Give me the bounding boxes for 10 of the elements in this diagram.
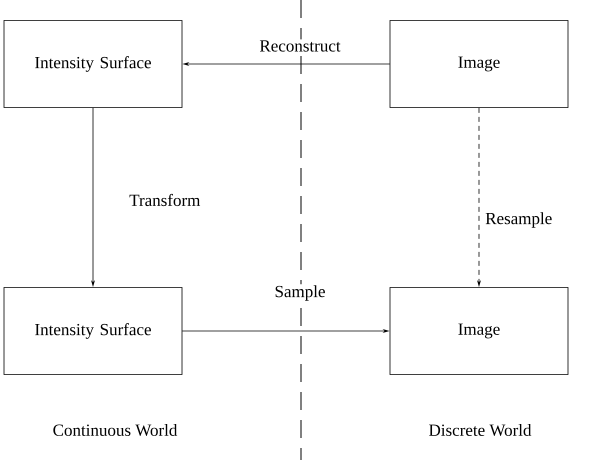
- process-box: Intensity Surface: [4, 287, 182, 375]
- process-box: Image: [390, 287, 568, 375]
- region-label: Discrete World: [429, 424, 532, 436]
- region-label: Continuous World: [53, 424, 178, 436]
- edge-label: Resample: [484, 211, 554, 229]
- edge-label: Transform: [128, 192, 202, 208]
- process-box: Image: [390, 20, 568, 108]
- edge-label: Reconstruct: [258, 39, 342, 53]
- edge-label: Sample: [274, 284, 326, 302]
- process-box: Intensity Surface: [4, 20, 182, 108]
